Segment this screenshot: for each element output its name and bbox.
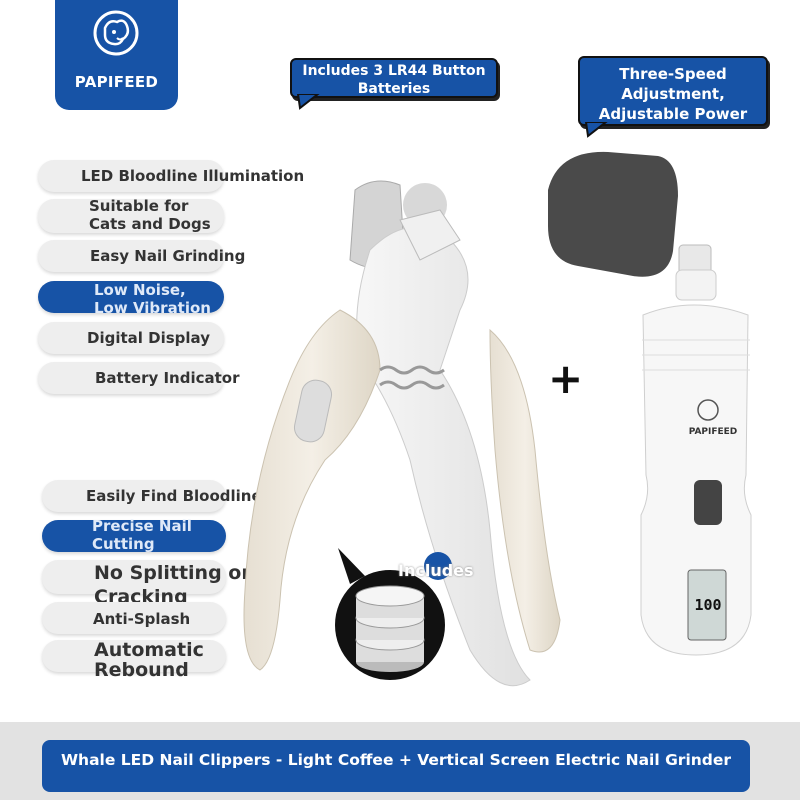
battery-callout: Includes 3 LR44 Button Batteries [290,58,498,98]
nail-clipper-image [243,180,561,687]
feature-pill: Suitable for Cats and Dogs [38,197,224,233]
feature-label: Easily Find Bloodline [86,487,262,505]
battery-callout-text: Includes 3 LR44 Button Batteries [302,63,486,97]
product-title: Whale LED Nail Clippers - Light Coffee +… [60,751,732,769]
feature-pill: Digital Display [38,322,224,354]
callout-tail-icon [296,94,320,110]
feature-label: Low Noise, Low Vibration [94,281,211,317]
feature-pill-highlight: Precise Nail Cutting [42,517,226,553]
brand-logo: PAPIFEED [55,0,178,110]
feature-label: Automatic Rebound [94,639,204,681]
feature-label: Precise Nail Cutting [92,517,192,553]
feature-pill: Easy Nail Grinding [38,240,245,272]
grinder-display-value: 100 [694,596,722,614]
pet-logo-icon [93,10,139,56]
grinder-brand: PAPIFEED [688,427,738,437]
callout-tail-icon [584,122,608,138]
feature-label: Battery Indicator [95,369,240,387]
feature-label: LED Bloodline Illumination [81,167,305,185]
speed-callout: Three-Speed Adjustment, Adjustable Power [578,56,768,126]
feature-label: Anti-Splash [93,610,191,628]
feature-label: Easy Nail Grinding [90,247,246,265]
product-title-banner: Whale LED Nail Clippers - Light Coffee +… [42,740,750,792]
feature-pill: Easily Find Bloodline [42,480,262,512]
feature-label: Suitable for Cats and Dogs [89,197,211,233]
batteries-image [335,548,452,680]
nail-grinder-image [548,151,752,656]
feature-pill: Battery Indicator [38,362,240,394]
feature-pill: No Splitting or Cracking [42,560,251,608]
plus-sign: + [548,354,584,403]
feature-pill: Anti-Splash [42,602,226,634]
feature-pill: LED Bloodline Illumination [38,160,304,192]
feature-pill-highlight: Low Noise, Low Vibration [38,281,224,317]
includes-label: Includes [398,561,474,580]
brand-name: PAPIFEED [74,73,159,91]
feature-label: Digital Display [87,329,210,347]
feature-pill: Automatic Rebound [42,640,226,680]
speed-callout-text: Three-Speed Adjustment, Adjustable Power [598,65,748,123]
